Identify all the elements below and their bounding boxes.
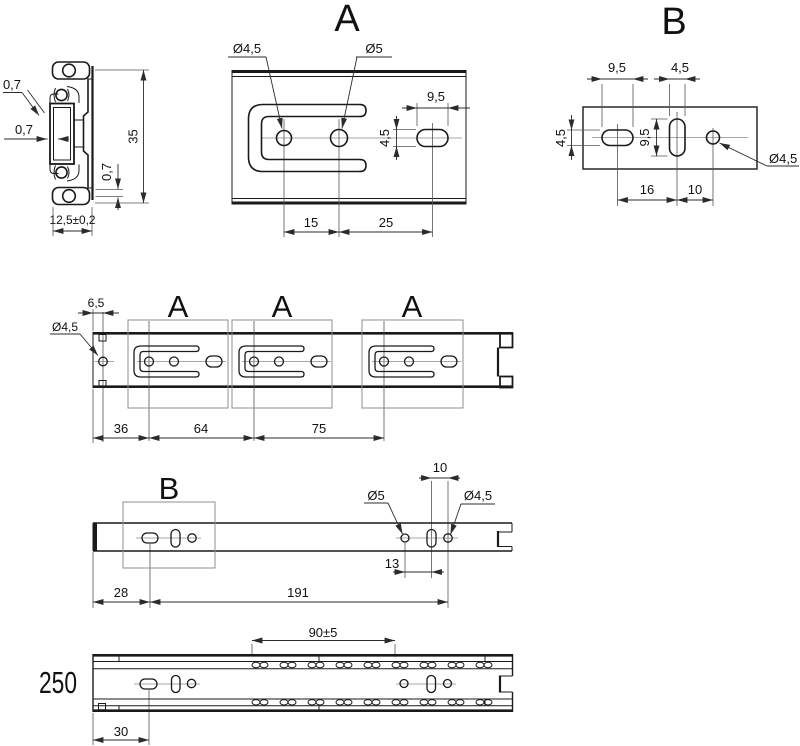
detail-b-marker: B bbox=[159, 471, 180, 506]
slot-vertical bbox=[668, 118, 686, 157]
bottom-ball-carriage bbox=[51, 186, 91, 206]
detail-a-marker-1: A bbox=[168, 289, 189, 324]
hole-dia-label: Ø4,5 bbox=[769, 151, 797, 166]
rear-hole-small bbox=[443, 533, 453, 543]
front-hole bbox=[187, 533, 197, 543]
rear-hole-small-dia-label: Ø4,5 bbox=[464, 488, 492, 503]
rear-slot-vertical bbox=[426, 528, 437, 548]
rear-hole-large bbox=[399, 678, 409, 689]
view-cross-section: 0,7 0,7 0,7 35 12,5±0,2 bbox=[3, 61, 149, 236]
view-detail-b: B 9,5 4,5 4,5 9,5 bbox=[553, 1, 799, 206]
hole-large-dia-label: Ø5 bbox=[365, 41, 382, 56]
bottom-ball bbox=[61, 188, 77, 204]
plate bbox=[582, 106, 758, 170]
c-slot-outer bbox=[247, 103, 361, 173]
hole-span-label: 191 bbox=[287, 585, 309, 600]
hole-small bbox=[275, 129, 293, 147]
view-assembly: 250 bbox=[39, 625, 514, 745]
inner-member bbox=[49, 102, 75, 165]
thickness-top-label: 0,7 bbox=[3, 77, 21, 92]
cage-span-label: 90±5 bbox=[309, 625, 338, 640]
front-notch bbox=[98, 703, 106, 711]
rear-pitch-label: 13 bbox=[385, 556, 399, 571]
mid-ball-bottom bbox=[55, 166, 68, 179]
mid-ball-top bbox=[55, 88, 68, 102]
front-slot-vertical bbox=[170, 528, 181, 548]
front-slot bbox=[139, 678, 158, 690]
view-drawer-rail: B 10 Ø5 Ø4,5 13 28 191 bbox=[92, 460, 513, 608]
top-ball bbox=[61, 63, 77, 78]
rail-hole-pattern-1 bbox=[133, 320, 227, 442]
thickness-wall-label: 0,7 bbox=[15, 122, 33, 137]
top-ball-carriage bbox=[51, 61, 91, 80]
view-detail-a: A Ø4,5 Ø5 9,5 bbox=[228, 0, 470, 237]
hole-small-dia-label: Ø4,5 bbox=[233, 41, 261, 56]
detail-a-title: A bbox=[334, 0, 360, 40]
detail-b-box bbox=[122, 501, 216, 569]
pitch-1-label: 16 bbox=[640, 182, 654, 197]
slot-v-width-label: 4,5 bbox=[671, 60, 689, 75]
slot-h-height-label: 4,5 bbox=[553, 129, 568, 147]
end-hole-dia-label: Ø4,5 bbox=[52, 320, 78, 334]
rear-hole-large bbox=[400, 533, 410, 543]
slot-pitch-label: 25 bbox=[379, 215, 393, 230]
slot-hole bbox=[416, 128, 449, 148]
detail-a-marker-3: A bbox=[402, 289, 423, 324]
pitch-2-label: 64 bbox=[194, 421, 208, 436]
pitch-3-label: 75 bbox=[312, 421, 326, 436]
hole-pitch-label: 15 bbox=[304, 215, 318, 230]
front-slot-vertical bbox=[170, 674, 181, 694]
end-offset-label: 6,5 bbox=[88, 296, 105, 310]
detail-a-box-2 bbox=[231, 319, 333, 409]
pitch-1-label: 36 bbox=[114, 421, 128, 436]
hole-large bbox=[329, 128, 349, 148]
detail-a-box-1 bbox=[127, 319, 229, 409]
slot-horizontal bbox=[601, 129, 634, 147]
front-offset-label: 28 bbox=[114, 585, 128, 600]
slot-v-height-label: 9,5 bbox=[637, 128, 652, 146]
height-label: 35 bbox=[126, 129, 141, 143]
thickness-bottom-label: 0,7 bbox=[99, 163, 114, 181]
c-slot-inner bbox=[260, 115, 361, 161]
rear-hole-small bbox=[442, 678, 453, 689]
outer-wall-inner-surface bbox=[82, 78, 89, 189]
length-label: 250 bbox=[39, 665, 77, 700]
width-label: 12,5±0,2 bbox=[50, 213, 96, 227]
detail-b-title: B bbox=[661, 1, 686, 43]
front-hole bbox=[186, 678, 197, 689]
end-hole bbox=[98, 356, 108, 367]
slot-width-label: 9,5 bbox=[427, 89, 445, 104]
rear-hole-large-dia-label: Ø5 bbox=[367, 488, 384, 503]
detail-a-marker-2: A bbox=[272, 289, 293, 324]
rear-slot-vertical bbox=[426, 674, 437, 694]
view-cabinet-rail: A A A 6,5 Ø4,5 36 64 75 bbox=[50, 289, 514, 443]
front-end-cap bbox=[92, 523, 97, 551]
detail-a-box-3 bbox=[361, 319, 464, 409]
front-slot bbox=[141, 532, 159, 544]
front-offset-label: 30 bbox=[114, 724, 128, 739]
rear-end-pitch-label: 10 bbox=[433, 460, 447, 475]
pitch-2-label: 10 bbox=[688, 182, 702, 197]
rail-hole-pattern-3 bbox=[368, 320, 462, 442]
slot-height-label: 4,5 bbox=[377, 129, 392, 147]
slot-h-width-label: 9,5 bbox=[608, 60, 626, 75]
hole-round bbox=[705, 130, 721, 145]
